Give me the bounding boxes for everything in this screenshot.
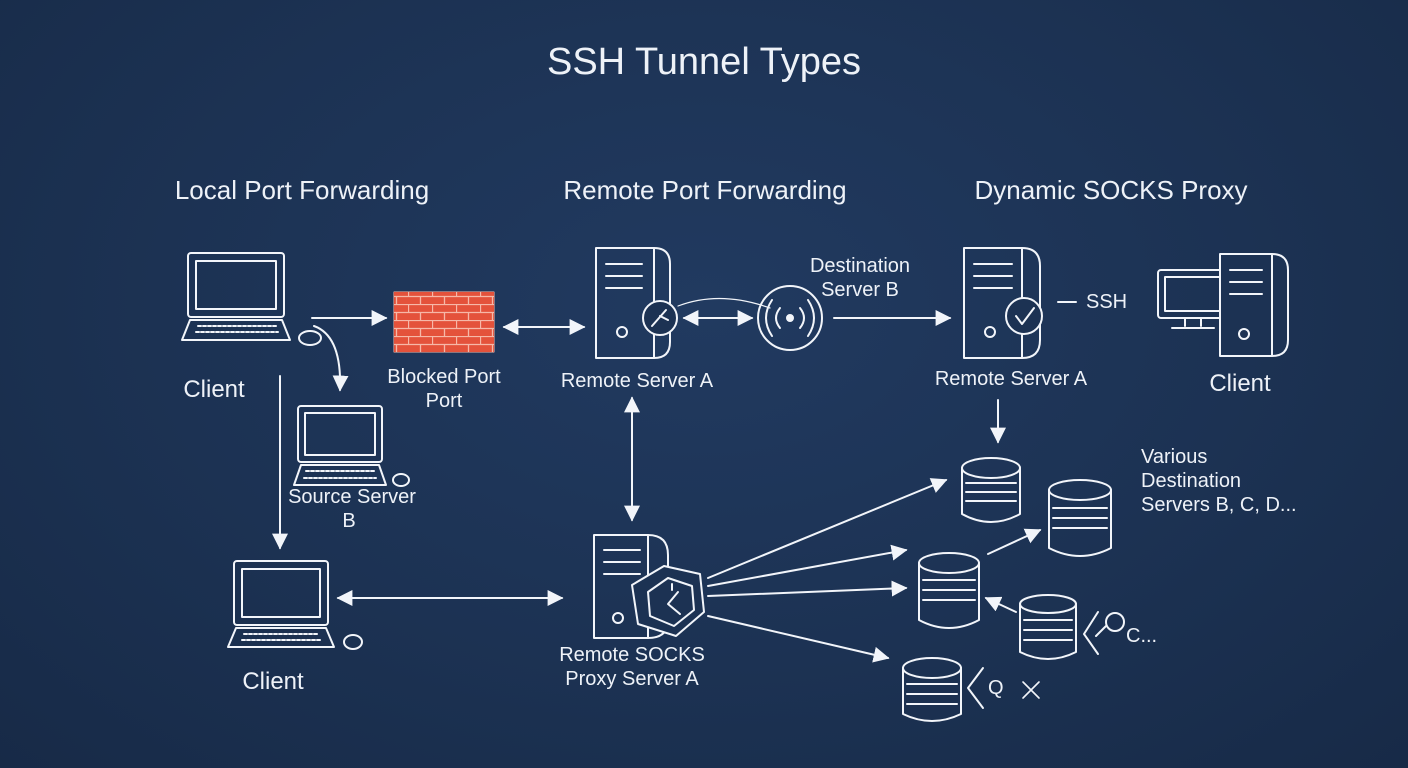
database-icon-2 bbox=[1048, 479, 1112, 557]
label-blocked-port-1: Blocked Port bbox=[387, 366, 501, 388]
label-remote-server-a-middle: Remote Server A bbox=[560, 370, 714, 392]
database-icon-5 bbox=[902, 657, 962, 722]
label-client-top-left: Client bbox=[183, 376, 245, 403]
label-source-server-1: Source Server bbox=[288, 486, 416, 508]
label-remote-server-a-right: Remote Server A bbox=[934, 368, 1088, 390]
database-icon-4 bbox=[1019, 594, 1077, 660]
server-icon-remote-server-a-middle bbox=[595, 247, 678, 359]
section-heading-local: Local Port Forwarding bbox=[174, 175, 430, 205]
label-destination-server-2: Server B bbox=[821, 279, 899, 301]
label-ssh: SSH bbox=[1086, 291, 1128, 313]
section-heading-dynamic: Dynamic SOCKS Proxy bbox=[974, 175, 1248, 205]
laptop-icon-client-bottom bbox=[227, 560, 363, 650]
label-socks-proxy-2: Proxy Server A bbox=[565, 668, 699, 690]
server-icon-socks-proxy bbox=[593, 534, 705, 639]
desktop-icon-client-right bbox=[1157, 253, 1289, 357]
label-various-3: Servers B, C, D... bbox=[1141, 494, 1297, 516]
diagram-title: SSH Tunnel Types bbox=[546, 41, 862, 83]
server-icon-remote-server-a-right bbox=[963, 247, 1043, 359]
label-client-bottom-left: Client bbox=[242, 668, 304, 695]
label-destination-server-1: Destination bbox=[809, 255, 911, 277]
database-icon-3 bbox=[918, 552, 980, 629]
label-various-2: Destination bbox=[1141, 470, 1242, 492]
laptop-icon-source-server bbox=[293, 405, 410, 487]
label-socks-proxy-1: Remote SOCKS bbox=[559, 644, 705, 666]
laptop-icon-client-top bbox=[181, 252, 322, 346]
label-q-mark: Q bbox=[988, 677, 1004, 699]
firewall-icon bbox=[394, 292, 494, 352]
label-source-server-2: B bbox=[342, 510, 356, 532]
label-c-more: C... bbox=[1126, 625, 1158, 647]
connector-glyph-q bbox=[967, 667, 1040, 709]
antenna-icon-destination bbox=[757, 285, 823, 351]
label-blocked-port-2: Port bbox=[425, 390, 463, 412]
label-client-right: Client bbox=[1209, 370, 1271, 397]
connection-arrows bbox=[272, 297, 1077, 663]
connector-glyph-c bbox=[1083, 611, 1125, 655]
label-various-1: Various bbox=[1141, 446, 1208, 468]
database-icon-1 bbox=[961, 457, 1021, 523]
section-heading-remote: Remote Port Forwarding bbox=[563, 175, 847, 205]
